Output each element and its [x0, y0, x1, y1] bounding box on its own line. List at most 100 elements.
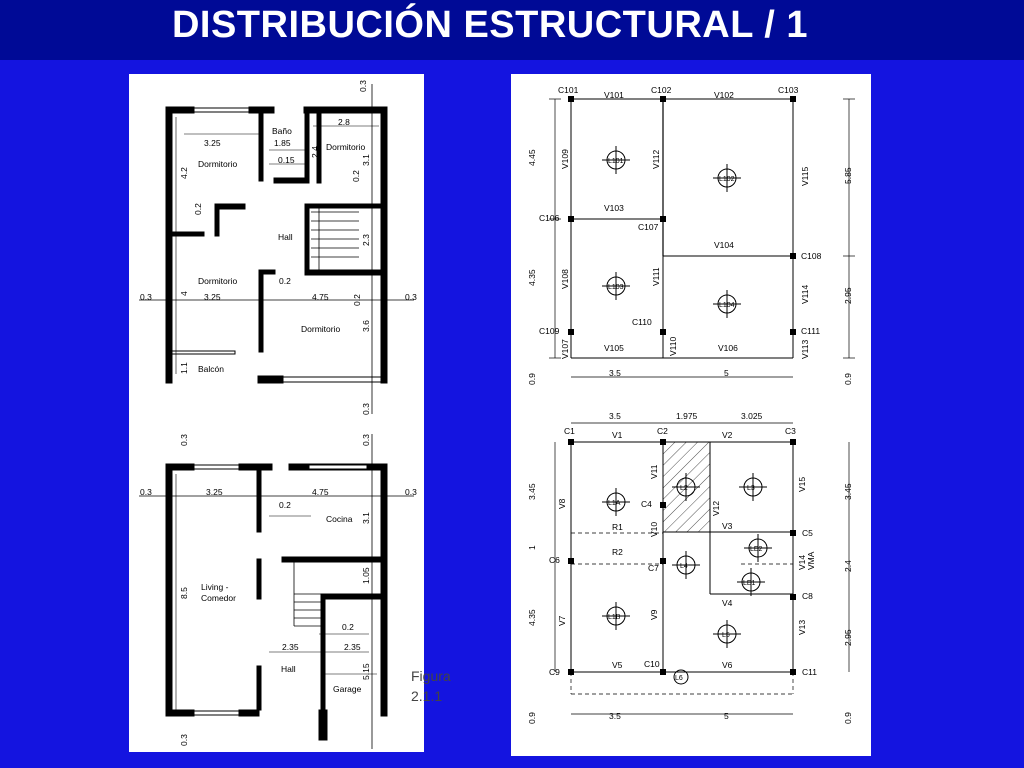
beam-label: V104	[714, 240, 734, 250]
dim-label: 3.1	[361, 512, 371, 524]
column-label: C107	[638, 222, 659, 232]
column-label: C10	[644, 659, 660, 669]
beam-label: V108	[560, 269, 570, 289]
room-label: Balcón	[198, 364, 224, 374]
slab-label: L104	[719, 302, 735, 309]
slab-label: L4	[680, 563, 688, 570]
beam-label: V105	[604, 343, 624, 353]
room-label: Dormitorio	[301, 324, 340, 334]
room-label: Dormitorio	[326, 142, 365, 152]
dim-label: 3.25	[204, 292, 221, 302]
beam-label: V107	[560, 339, 570, 359]
column-label: C106	[539, 213, 560, 223]
column-label: C2	[657, 426, 668, 436]
room-label: Hall	[281, 664, 296, 674]
dim-label: 4.35	[527, 609, 537, 626]
beam-label: V12	[711, 501, 721, 516]
dim-label: 2.4	[843, 560, 853, 572]
beam-label: V110	[668, 337, 678, 356]
dim-label: 0.9	[843, 712, 853, 724]
room-label: Cocina	[326, 514, 353, 524]
column-label: C103	[778, 85, 799, 95]
beam-label: V14	[797, 555, 807, 570]
dim-label: 4.75	[312, 487, 329, 497]
dim-label: 4.45	[527, 149, 537, 166]
beam-label: V113	[800, 340, 810, 359]
dim-label: 3.25	[206, 487, 223, 497]
dim-label: 2.35	[282, 642, 299, 652]
dim-label: 0.3	[140, 292, 152, 302]
beam-label: V10	[649, 522, 659, 537]
room-label: Living -	[201, 582, 229, 592]
beam-label: V6	[722, 660, 733, 670]
room-label: Dormitorio	[198, 276, 237, 286]
dim-label: 3.5	[609, 711, 621, 721]
beam-label: V111	[651, 267, 661, 286]
dim-label: 0.3	[361, 434, 371, 446]
beam-label: V2	[722, 430, 733, 440]
slab-label: L1A	[608, 500, 621, 507]
slab-label: L101	[608, 158, 624, 165]
dim-label: 0.9	[843, 373, 853, 385]
column-label: C101	[558, 85, 579, 95]
structural-plans-drawing: C101 C102 C103 C106 C107 C108 C109 C110 …	[527, 85, 855, 724]
dim-label: 0.3	[405, 292, 417, 302]
beam-label: V112	[651, 150, 661, 169]
dim-label: 2.4	[310, 146, 320, 158]
dim-label: 0.3	[361, 403, 371, 415]
column-label: C11	[802, 667, 817, 677]
room-label: Dormitorio	[198, 159, 237, 169]
dim-label: 8.5	[179, 587, 189, 599]
column-label: C1	[564, 426, 575, 436]
dim-label: 5	[724, 368, 729, 378]
dim-label: 5	[724, 711, 729, 721]
dim-label: 0.9	[527, 373, 537, 385]
column-label: C4	[641, 499, 652, 509]
column-label: C109	[539, 326, 560, 336]
floor-plans-panel: Baño Dormitorio Dormitorio Hall Dormitor…	[129, 74, 424, 752]
dim-label: 0.2	[279, 500, 291, 510]
column-label: C8	[802, 591, 813, 601]
column-label: C5	[802, 528, 813, 538]
slab-label: L6	[675, 675, 683, 682]
dim-label: 2.35	[344, 642, 361, 652]
dim-label: 0.3	[358, 80, 368, 92]
slide-title: DISTRIBUCIÓN ESTRUCTURAL / 1	[171, 4, 809, 46]
room-label: Garage	[333, 684, 362, 694]
beam-label: V4	[722, 598, 733, 608]
beam-label: V1	[612, 430, 623, 440]
beam-label: V102	[714, 90, 734, 100]
beam-label: V11	[649, 464, 659, 479]
dim-label: 0.2	[193, 203, 203, 215]
column-label: C110	[632, 317, 652, 327]
floor-plans-drawing: Baño Dormitorio Dormitorio Hall Dormitor…	[139, 80, 417, 749]
dim-label: 5.85	[843, 167, 853, 184]
beam-label: V8	[557, 498, 567, 509]
beam-label: R1	[612, 522, 623, 532]
room-label: Hall	[278, 232, 293, 242]
beam-label: V115	[800, 167, 810, 186]
slab-label: L5	[722, 632, 730, 639]
caption-line: 2.1.1	[411, 688, 443, 704]
column-label: C102	[651, 85, 672, 95]
beam-label: V7	[557, 615, 567, 626]
figure-caption: Figura 2.1.1	[411, 666, 471, 706]
dim-label: 0.2	[351, 170, 361, 182]
beam-label: V101	[604, 90, 624, 100]
dim-label: 3.25	[204, 138, 221, 148]
dim-label: 3.025	[741, 411, 763, 421]
dim-label: 2.3	[361, 234, 371, 246]
dim-label: 1.05	[361, 567, 371, 584]
column-label: C3	[785, 426, 796, 436]
beam-label: VMA	[806, 551, 816, 570]
dim-label: 1.975	[676, 411, 698, 421]
slab-label: L103	[608, 284, 624, 291]
dim-label: 1.85	[274, 138, 291, 148]
dim-label: 0.3	[140, 487, 152, 497]
beam-label: V13	[797, 620, 807, 635]
column-label: C9	[549, 667, 560, 677]
slab-label: L2	[680, 485, 688, 492]
dim-label: 3.5	[609, 368, 621, 378]
column-label: C111	[801, 326, 820, 336]
column-label: C6	[549, 555, 560, 565]
